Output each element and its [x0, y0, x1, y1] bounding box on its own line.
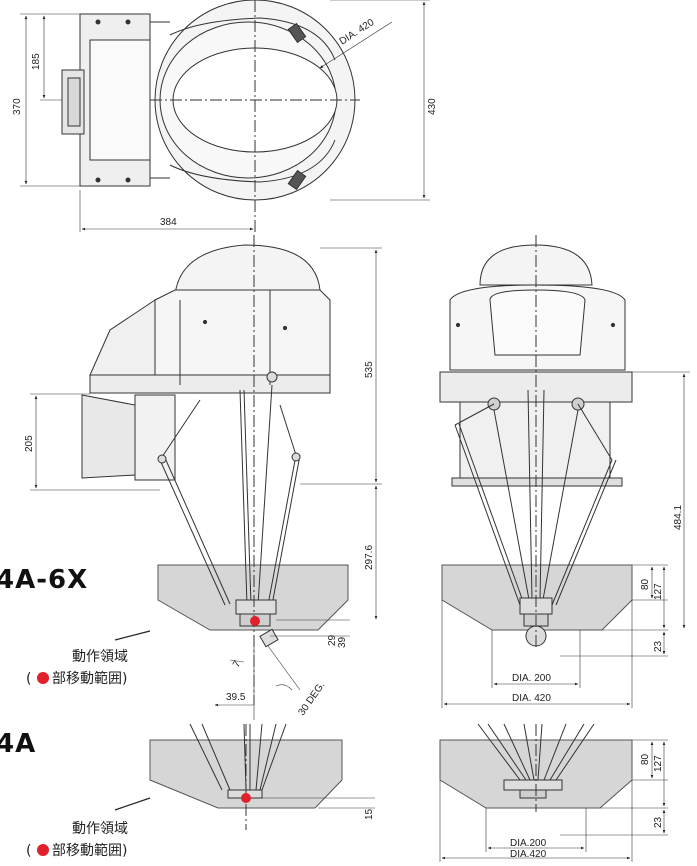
dim-front-127: 127	[653, 583, 664, 600]
dim-bottom-dia200: DIA.200	[510, 838, 547, 849]
dim-side-297-6: 297.6	[364, 545, 375, 570]
dim-side-535: 535	[364, 361, 375, 378]
dim-bottom-15: 15	[364, 808, 375, 820]
dim-top-430: 430	[427, 98, 438, 115]
side-view-4a	[149, 723, 375, 830]
side-arm-housing	[89, 299, 156, 381]
side-base-plate	[89, 374, 331, 394]
legend-motion-range-label-1: 部移動範囲)	[52, 670, 127, 687]
dim-front-484-1: 484.1	[673, 505, 684, 530]
dim-front-23: 23	[653, 640, 664, 652]
dim-front-dia420: DIA. 420	[512, 693, 551, 704]
side-4a-tcp-marker	[241, 793, 251, 803]
legend-red-dot-icon-1	[37, 672, 49, 684]
model-label-4a: 4A	[0, 729, 36, 759]
dim-bottom-23: 23	[653, 816, 664, 828]
dim-side-39-5: 39.5	[226, 692, 246, 703]
dim-front-80: 80	[640, 578, 651, 590]
dim-bottom-dia420: DIA.420	[510, 849, 547, 860]
legend-workspace-label-1: 動作領域	[72, 648, 128, 665]
dim-top-dia420: DIA. 420	[338, 17, 377, 48]
dim-top-185: 185	[31, 53, 42, 70]
dim-front-dia200: DIA. 200	[512, 673, 551, 684]
dim-bottom-80: 80	[640, 753, 651, 765]
front-view	[439, 235, 690, 708]
dim-top-384: 384	[160, 217, 177, 228]
dim-side-angle: 30 DEG.	[296, 680, 327, 718]
side-tcp-marker	[250, 616, 260, 626]
dim-bottom-127: 127	[653, 755, 664, 772]
top-view	[20, 0, 430, 235]
side-motor-box	[81, 394, 136, 479]
dim-side-39: 39	[337, 636, 348, 648]
dim-side-205: 205	[24, 435, 35, 452]
legend-red-dot-icon-2	[37, 844, 49, 856]
side-housing-body	[154, 289, 331, 386]
dim-top-370: 370	[12, 98, 23, 115]
dim-side-29: 29	[327, 634, 338, 646]
legend-workspace-label-2: 動作領域	[72, 820, 128, 837]
legend-paren-open-1: (	[26, 671, 31, 687]
legend-motion-range-label-2: 部移動範囲)	[52, 842, 127, 859]
side-workspace	[157, 564, 349, 631]
legend-paren-open-2: (	[26, 843, 31, 859]
dim-side-7: 7	[231, 659, 244, 670]
side-housing-top	[174, 244, 321, 296]
front-view-4a	[439, 723, 668, 862]
model-label-4a-6x: 4A-6X	[0, 565, 88, 595]
side-view	[30, 235, 382, 720]
